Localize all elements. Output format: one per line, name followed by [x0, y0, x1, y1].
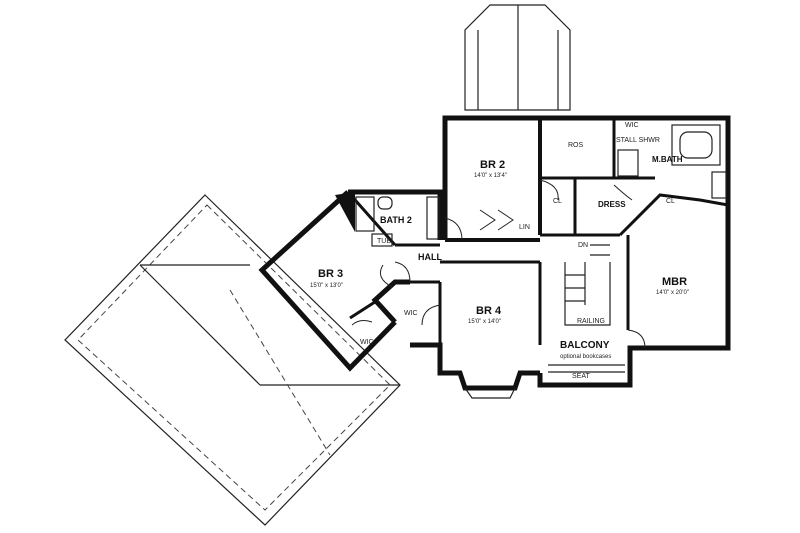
- interior-walls: [346, 118, 729, 345]
- garage-roof: [64, 194, 401, 526]
- br2-size: 14'0" x 13'4": [474, 173, 507, 179]
- railing-label: RAILING: [577, 318, 605, 325]
- br4-size: 15'0" x 14'0": [468, 319, 501, 325]
- br3-size: 15'0" x 13'0": [310, 283, 343, 289]
- mbr-size: 14'0" x 20'0": [656, 290, 689, 296]
- mbr-name: MBR: [662, 276, 687, 288]
- balcony-name: BALCONY: [560, 340, 610, 351]
- dress-name: DRESS: [598, 200, 626, 209]
- br3-name: BR 3: [318, 268, 343, 280]
- tub-label: TUB: [377, 238, 391, 245]
- cl-label: CL: [553, 198, 562, 205]
- br4-bay: [464, 387, 516, 399]
- balcony-bookcases: [548, 364, 625, 373]
- seat-label: SEAT: [572, 373, 590, 380]
- balcony-note: optional bookcases: [560, 354, 611, 360]
- wic-br4-label: WIC: [404, 310, 418, 317]
- wic-br3-label: WIC: [360, 339, 374, 346]
- cl2-label: CL: [666, 198, 675, 205]
- br2-name: BR 2: [480, 159, 505, 171]
- bath2-name: BATH 2: [380, 215, 412, 225]
- hall-name: HALL: [418, 252, 442, 262]
- wic-mbr-label: WIC: [625, 122, 639, 129]
- br4-name: BR 4: [476, 305, 502, 317]
- exterior-walls: [258, 115, 731, 391]
- stairs: [564, 244, 611, 326]
- down-label: DN: [578, 242, 588, 249]
- master-tub: [617, 124, 727, 199]
- doors: [351, 179, 646, 349]
- chase: [335, 192, 355, 232]
- mbath-name: M.BATH: [652, 155, 683, 164]
- bay-roof: [464, 4, 571, 111]
- bath2-fixtures: [355, 196, 440, 247]
- shower-label: STALL SHWR: [616, 137, 660, 144]
- lin-label: LIN: [519, 224, 530, 231]
- ros-label: ROS: [568, 142, 584, 149]
